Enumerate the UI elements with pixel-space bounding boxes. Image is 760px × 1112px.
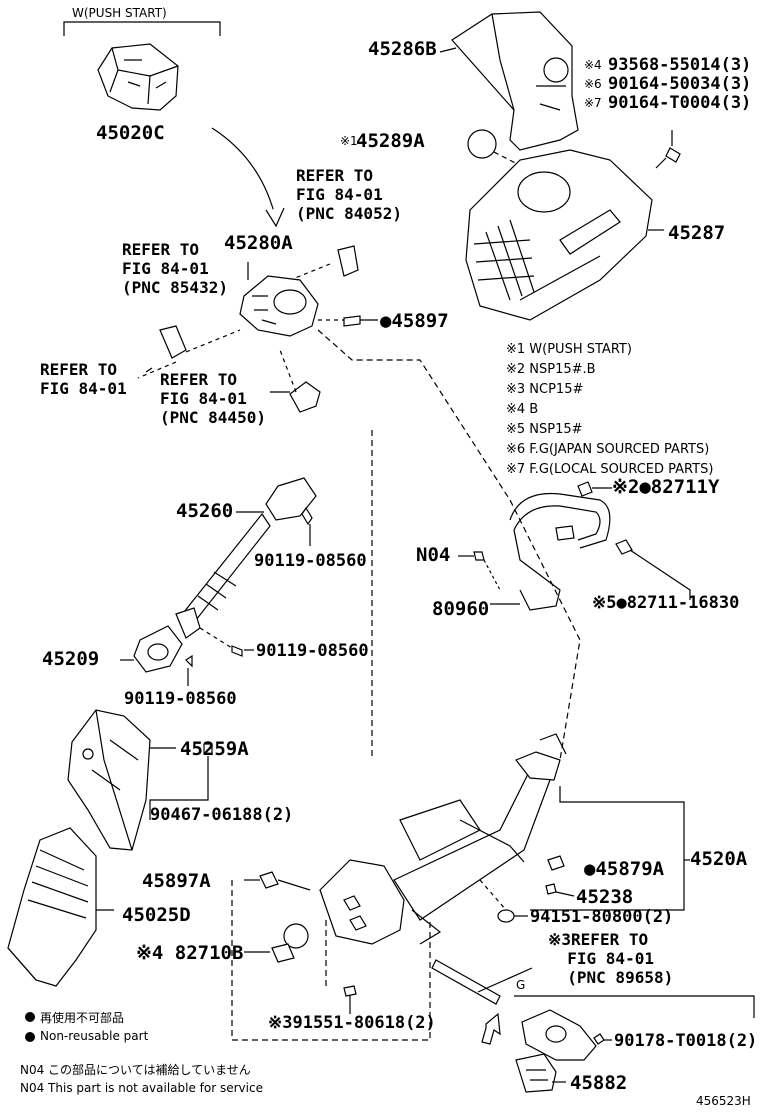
label-90119-b: 90119-08560 [256,641,369,661]
label-4520A: 4520A [690,848,748,870]
mark-1: ※1 [340,134,358,148]
part-45289A-drawing [467,129,497,159]
curve-arrow [211,127,277,221]
label-90178: 90178-T0018(2) [614,1031,758,1051]
mark-6: ※6 [584,77,602,91]
bolt-45897A-drawing [259,871,279,889]
label-45897: ●45897 [380,310,449,332]
label-90119-a: 90119-08560 [254,551,367,571]
push-start-bracket [63,21,221,36]
label-91551: ※391551-80618(2) [268,1013,436,1033]
legend-jp-n04: N04 この部品については補給していません [20,1063,251,1077]
label-94151: 94151-80800(2) [530,907,674,927]
connector-85432-drawing [159,325,187,359]
label-45289A: 45289A [356,130,425,152]
notes-block: ※1 W(PUSH START) ※2 NSP15#.B ※3 NCP15# ※… [506,340,713,480]
label-82710B: ※4 82710B [136,942,244,964]
part-45020C-drawing [97,43,179,111]
legend-en-nonreusable: Non-reusable part [40,1029,149,1043]
g-box-outline [514,995,755,1018]
refer-85432: REFER TO FIG 84-01 (PNC 85432) [122,240,228,297]
clip-82711-16830-drawing [615,539,633,555]
label-80960: 80960 [432,598,490,620]
part-45259A-drawing [67,709,151,851]
refer-fig-84-01: REFER TO FIG 84-01 [40,360,127,398]
part-45280A-drawing [239,275,319,337]
label-45260: 45260 [176,500,234,522]
note-2: ※2 NSP15#.B [506,362,596,377]
label-45238: 45238 [576,886,634,908]
part-82710B-drawing [271,923,309,963]
clip-82711Y-drawing [577,481,593,497]
label-45286B: 45286B [368,38,437,60]
part-45025D-drawing [7,827,97,987]
bracket-89658-drawing [431,959,501,1005]
mark-7: ※7 [584,96,602,110]
screw-90164-drawing [655,147,681,169]
note-7: ※7 F.G(LOCAL SOURCED PARTS) [506,462,714,477]
bolt-45897-drawing [343,315,361,327]
label-45259A: 45259A [180,738,249,760]
note-1: ※1 W(PUSH START) [506,342,632,357]
connector-84450-drawing [289,381,321,413]
legend-jp-nonreusable: 再使用不可部品 [40,1011,125,1025]
nut-45879A-drawing [547,855,565,871]
label-45025D: 45025D [122,904,191,926]
label-w-push-start: W(PUSH START) [72,6,167,20]
note-4: ※4 B [506,402,539,417]
clip-90467-drawing [203,743,213,755]
refer-84450: REFER TO FIG 84-01 (PNC 84450) [160,370,266,427]
label-g: G [516,978,526,992]
legend-en-n04: N04 This part is not available for servi… [20,1081,263,1095]
refer-84052: REFER TO FIG 84-01 (PNC 84052) [296,166,402,223]
label-45882: 45882 [570,1072,628,1094]
label-82711-16830: ※5●82711-16830 [592,593,740,613]
part-80960-drawing [509,492,611,611]
note-6: ※6 F.G(JAPAN SOURCED PARTS) [506,442,710,457]
label-45879A: ●45879A [584,858,665,880]
screw-N04-drawing [473,551,485,561]
label-90119-c: 90119-08560 [124,689,237,709]
part-45209-drawing [133,607,201,673]
label-90164-T0004: 90164-T0004(3) [608,93,752,113]
legend-bullet-jp [25,1012,35,1022]
note-5: ※5 NSP15# [506,422,583,437]
part-45882-drawing [515,1009,597,1093]
label-93568: 93568-55014(3) [608,55,752,75]
part-45238-drawing [545,883,557,895]
arrow-up-icon [481,1012,501,1045]
part-4520A-drawing [319,733,567,945]
label-45897A: 45897A [142,870,211,892]
legend-bullet-en [25,1032,35,1042]
drawing-number: 456523H [696,1094,751,1108]
label-90164-50034: 90164-50034(3) [608,74,752,94]
label-90467: 90467-06188(2) [150,805,294,825]
washer-94151-drawing [497,909,515,923]
note-3: ※3 NCP15# [506,382,584,397]
label-45209: 45209 [42,648,100,670]
bolt-91551-drawing [343,985,357,997]
part-45287-drawing [465,149,653,321]
label-45287: 45287 [668,222,726,244]
mark-4: ※4 [584,58,602,72]
label-45020C: 45020C [96,122,165,144]
connector-84052-drawing [337,245,359,277]
part-45286B-drawing [451,11,579,151]
label-45280A: 45280A [224,232,293,254]
label-N04: N04 [416,544,451,566]
refer-89658: ※3REFER TO FIG 84-01 (PNC 89658) [548,930,674,987]
label-82711Y: ※2●82711Y [612,476,720,498]
